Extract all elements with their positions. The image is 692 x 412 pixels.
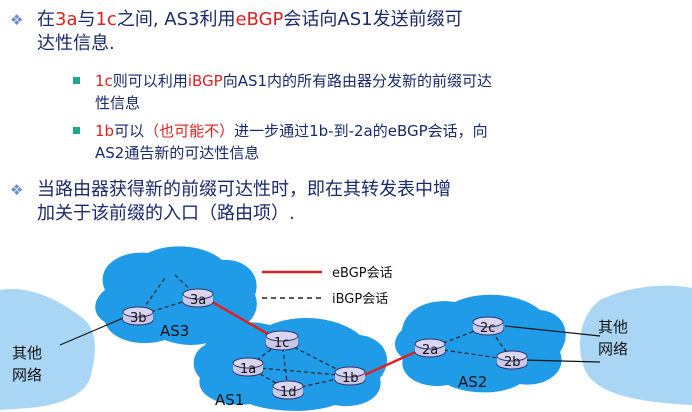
other-right-line2: 网络 bbox=[598, 340, 628, 358]
square-bullet-icon bbox=[73, 127, 80, 134]
router-1b-label: 1b bbox=[342, 371, 359, 386]
bullet-2-text: 当路由器获得新的前缀可达性时，即在其转发表中增 加关于该前缀的入口（路由项）. bbox=[37, 179, 451, 224]
router-2c: 2c bbox=[472, 316, 504, 336]
other-left-line1: 其他 bbox=[12, 344, 42, 362]
router-3b-label: 3b bbox=[130, 311, 147, 326]
bullet-1-text: 在3a与1c之间, AS3利用eBGP会话向AS1发送前缀可 达性信息. bbox=[37, 9, 463, 54]
as3-label: AS3 bbox=[160, 322, 189, 340]
router-2a: 2a bbox=[414, 338, 446, 358]
router-2c-label: 2c bbox=[480, 321, 495, 336]
other-right-line1: 其他 bbox=[598, 318, 628, 336]
router-1d-label: 1d bbox=[280, 385, 297, 400]
router-1c: 1c bbox=[265, 330, 299, 351]
router-3a-label: 3a bbox=[190, 293, 206, 308]
other-network-right-cloud bbox=[580, 285, 692, 405]
as2-label: AS2 bbox=[458, 373, 487, 391]
other-left-line2: 网络 bbox=[12, 366, 42, 384]
other-network-left-cloud bbox=[0, 289, 95, 410]
router-2b: 2b bbox=[496, 350, 528, 370]
router-2a-label: 2a bbox=[422, 343, 438, 358]
square-bullet-icon bbox=[73, 77, 80, 84]
router-3b: 3b bbox=[122, 306, 154, 326]
legend-ibgp-label: iBGP会话 bbox=[332, 292, 388, 307]
sub-bullet-2-text: 1b可以（也可能不）进一步通过1b-到-2a的eBGP会话，向 AS2通告新的可… bbox=[95, 122, 488, 162]
legend-ebgp-label: eBGP会话 bbox=[332, 266, 393, 281]
diamond-bullet-icon: ❖ bbox=[10, 11, 24, 29]
ebgp-3a-1c bbox=[204, 296, 276, 340]
router-1c-label: 1c bbox=[274, 336, 289, 351]
router-1a: 1a bbox=[232, 357, 264, 377]
router-2b-label: 2b bbox=[504, 355, 521, 370]
ebgp-1b-2a bbox=[361, 348, 421, 378]
as1-cloud bbox=[193, 317, 388, 411]
router-1a-label: 1a bbox=[240, 362, 256, 377]
diamond-bullet-icon: ❖ bbox=[10, 181, 24, 199]
link-2b-other-right bbox=[522, 359, 601, 363]
link-2c-other-right bbox=[504, 325, 601, 337]
link-3b-other-left bbox=[59, 315, 129, 346]
as1-label: AS1 bbox=[215, 391, 244, 409]
sub-bullet-1-text: 1c则可以利用iBGP向AS1内的所有路由器分发新的前缀可达 性信息 bbox=[95, 72, 493, 112]
router-1d: 1d bbox=[272, 380, 304, 400]
router-1b: 1b bbox=[334, 366, 366, 386]
as2-cloud bbox=[395, 294, 566, 393]
router-3a: 3a bbox=[182, 288, 214, 308]
